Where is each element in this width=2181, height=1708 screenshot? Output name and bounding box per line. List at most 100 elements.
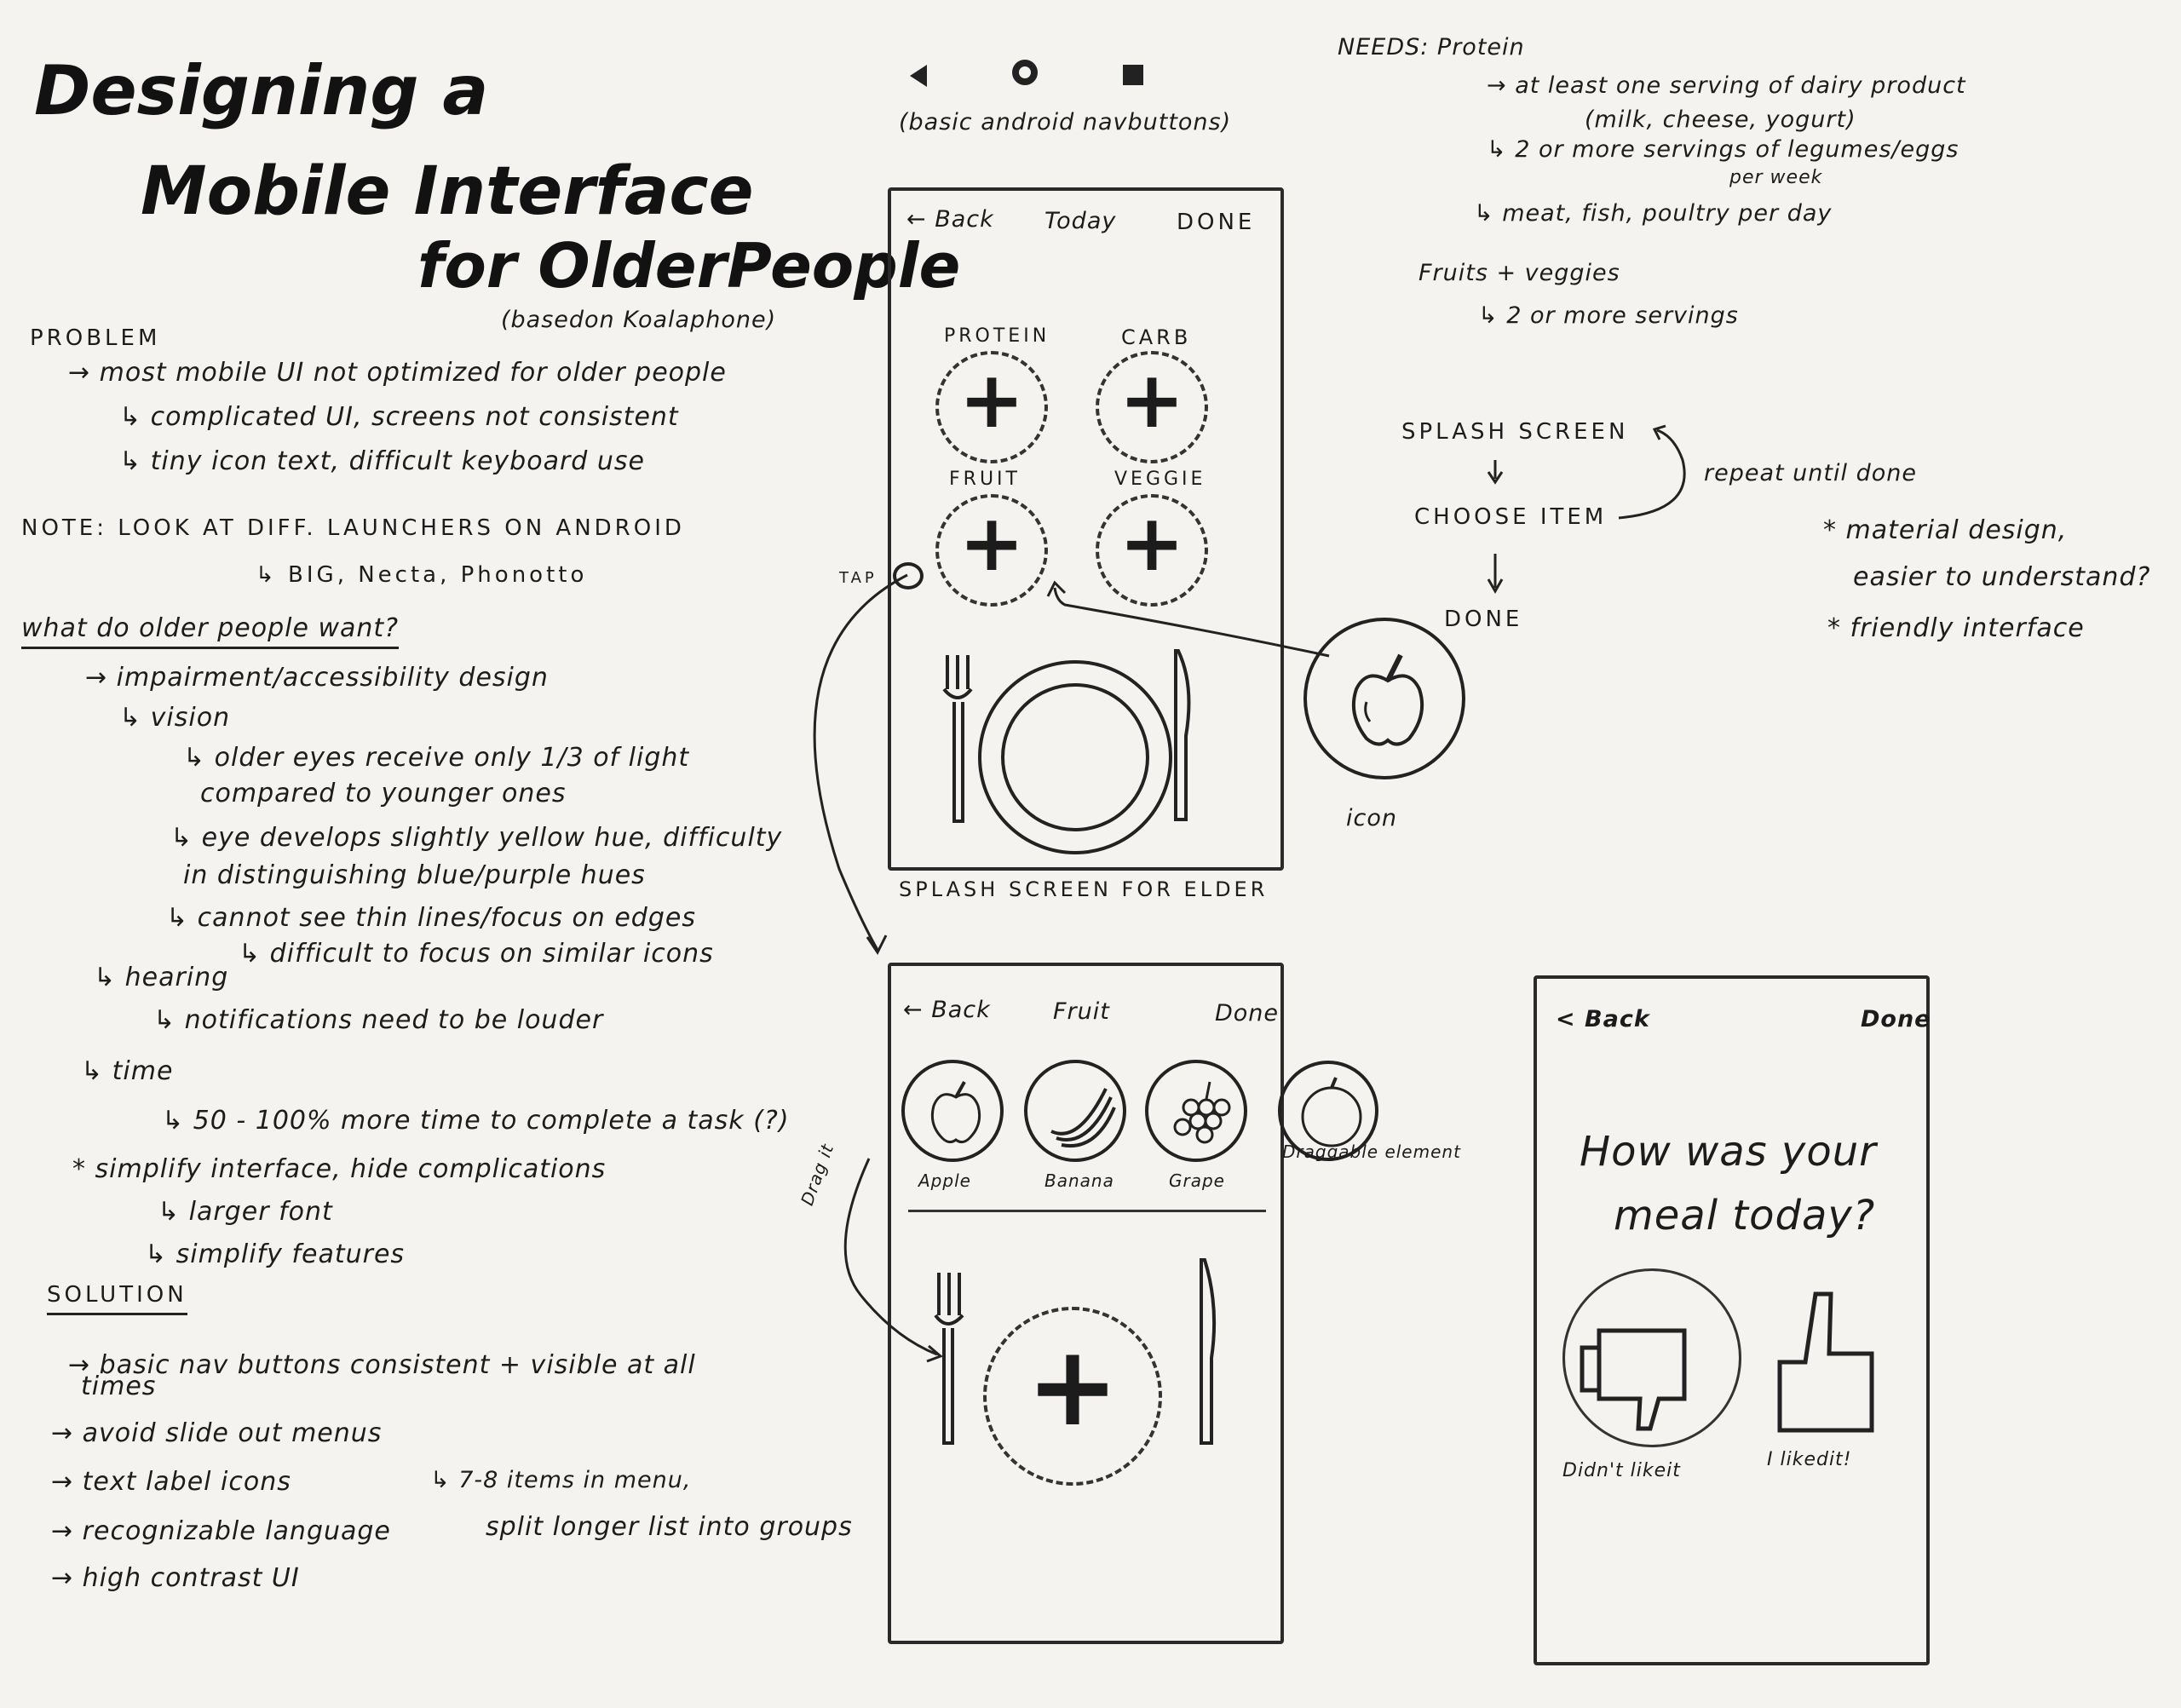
grape-icon	[1173, 1081, 1231, 1144]
knife-icon	[1174, 649, 1191, 821]
note-line: ↳ BIG, Necta, Phonotto	[256, 562, 588, 588]
title-based-on: (basedon Koalaphone)	[501, 307, 777, 333]
want-line: * simplify interface, hide complications	[72, 1154, 607, 1184]
apple-icon	[930, 1081, 981, 1144]
icon-label: icon	[1346, 805, 1397, 831]
repeat-label: repeat until done	[1704, 460, 1917, 486]
want-heading: what do older people want?	[21, 613, 400, 649]
bullet-line: * friendly interface	[1827, 613, 2085, 643]
needs-line: ↳ meat, fish, poultry per day	[1474, 200, 1833, 227]
want-line: ↳ hearing	[94, 963, 229, 992]
want-line: in distinguishing blue/purple hues	[183, 860, 646, 890]
nav-buttons-caption: (basic android navbuttons)	[899, 109, 1232, 135]
title-line-1: Designing a	[34, 51, 489, 130]
apple-icon-sample	[1303, 618, 1465, 779]
orange-icon	[1301, 1077, 1362, 1147]
recents-square-icon	[1123, 65, 1143, 85]
question-line-2: meal today?	[1614, 1192, 1876, 1239]
category-label: PROTEIN	[944, 325, 1050, 347]
drag-label: Drag it	[797, 1141, 838, 1209]
fruit-add-button[interactable]: +	[935, 494, 1048, 607]
want-line: ↳ 50 - 100% more time to complete a task…	[162, 1106, 790, 1136]
dislike-label: Didn't likeit	[1562, 1460, 1681, 1481]
needs-line: per week	[1729, 167, 1823, 188]
carb-add-button[interactable]: +	[1096, 351, 1208, 463]
back-button[interactable]: < Back	[1556, 1006, 1650, 1032]
want-line: ↳ simplify features	[145, 1239, 406, 1269]
screen-title: Today	[1044, 208, 1117, 234]
fork-icon	[934, 1273, 964, 1445]
plate-icon	[978, 660, 1172, 854]
done-button[interactable]: DONE	[1177, 210, 1256, 235]
fruits-heading: Fruits + veggies	[1419, 260, 1620, 286]
problem-heading: PROBLEM	[30, 325, 161, 351]
problem-line: ↳ complicated UI, screens not consistent	[119, 402, 679, 432]
problem-line: ↳ tiny icon text, difficult keyboard use	[119, 446, 645, 476]
bullet-line: * material design,	[1823, 515, 2068, 545]
splash-caption: SPLASH SCREEN FOR ELDER	[899, 877, 1269, 901]
like-label: I likedit!	[1767, 1449, 1852, 1470]
plus-icon: +	[958, 497, 1025, 589]
solution-line: → avoid slide out menus	[51, 1418, 383, 1448]
plus-icon: +	[1119, 497, 1185, 589]
needs-line: → at least one serving of dairy product	[1487, 72, 1966, 99]
splash-screen-sketch: ← Back Today DONE PROTEIN + CARB + FRUIT…	[888, 187, 1284, 871]
banana-icon	[1050, 1088, 1116, 1147]
menu-note-line: split longer list into groups	[486, 1512, 853, 1542]
thumbs-up-icon	[1777, 1291, 1874, 1433]
tap-target-icon	[893, 562, 924, 589]
fruits-line: ↳ 2 or more servings	[1478, 302, 1739, 329]
flow-step: DONE	[1444, 607, 1523, 632]
fruit-label: Banana	[1044, 1170, 1114, 1191]
divider	[908, 1210, 1266, 1212]
solution-line: → recognizable language	[51, 1516, 391, 1546]
place-setting-drawing	[942, 649, 1191, 854]
plate-drop-zone[interactable]: +	[983, 1307, 1162, 1486]
back-button[interactable]: ← Back	[903, 997, 991, 1023]
fruit-label: Grape	[1169, 1170, 1225, 1191]
feedback-screen-sketch: < Back Done How was your meal today? Did…	[1534, 975, 1931, 1665]
menu-note-line: ↳ 7-8 items in menu,	[430, 1467, 692, 1493]
want-line: ↳ larger font	[158, 1197, 333, 1227]
fork-icon	[942, 655, 973, 823]
category-label: CARB	[1121, 325, 1192, 349]
place-setting-drawing	[934, 1258, 1217, 1445]
needs-heading: NEEDS: Protein	[1338, 34, 1525, 60]
solution-line: → basic nav buttons consistent + visible…	[68, 1350, 696, 1380]
apple-icon	[1351, 653, 1424, 746]
title-line-2: Mobile Interface	[141, 153, 754, 230]
back-button[interactable]: ← Back	[906, 206, 994, 233]
want-line: ↳ difficult to focus on similar icons	[239, 939, 714, 969]
thumbs-down-icon	[1580, 1328, 1687, 1431]
category-label: VEGGIE	[1114, 469, 1206, 490]
want-line: → impairment/accessibility design	[85, 663, 549, 693]
grape-item[interactable]	[1145, 1060, 1247, 1162]
screen-title: Fruit	[1053, 998, 1110, 1025]
like-button[interactable]	[1763, 1277, 1890, 1456]
dislike-button[interactable]	[1562, 1268, 1741, 1447]
question-line-1: How was your	[1580, 1128, 1877, 1176]
needs-line: ↳ 2 or more servings of legumes/eggs	[1487, 136, 1959, 163]
home-circle-icon	[1012, 60, 1038, 85]
done-button[interactable]: Done	[1215, 1000, 1280, 1027]
needs-line: (milk, cheese, yogurt)	[1585, 106, 1856, 133]
title-line-3: for OlderPeople	[417, 230, 961, 302]
note-line: NOTE: LOOK AT DIFF. LAUNCHERS ON ANDROID	[21, 515, 685, 541]
solution-heading: SOLUTION	[47, 1282, 187, 1315]
want-line: ↳ time	[81, 1056, 174, 1086]
tap-label: TAP	[839, 569, 878, 587]
want-line: ↳ vision	[119, 703, 231, 733]
protein-add-button[interactable]: +	[935, 351, 1048, 463]
banana-item[interactable]	[1024, 1060, 1126, 1162]
done-button[interactable]: Done	[1861, 1006, 1931, 1032]
flow-step: SPLASH SCREEN	[1401, 419, 1629, 445]
want-line: compared to younger ones	[200, 779, 567, 808]
want-line: ↳ notifications need to be louder	[153, 1005, 604, 1035]
knife-icon	[1200, 1258, 1217, 1445]
problem-line: → most mobile UI not optimized for older…	[68, 358, 727, 388]
draggable-orange-item[interactable]	[1278, 1061, 1378, 1161]
bullet-line: easier to understand?	[1853, 562, 2151, 592]
want-line: ↳ cannot see thin lines/focus on edges	[166, 903, 696, 933]
apple-item[interactable]	[901, 1060, 1004, 1162]
flow-step: CHOOSE ITEM	[1414, 504, 1608, 530]
